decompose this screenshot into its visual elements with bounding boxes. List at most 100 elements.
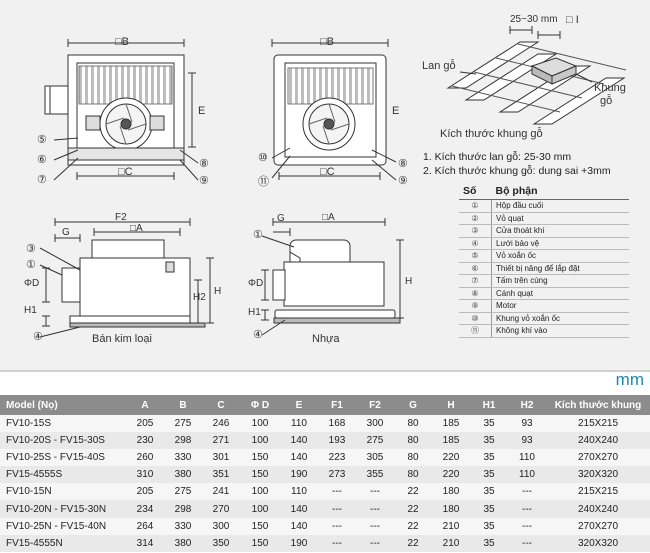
value-cell: 240X240	[546, 432, 650, 450]
value-cell: ---	[508, 534, 546, 552]
dim-h1-plastic: H1	[248, 307, 261, 318]
col-f1: F1	[318, 395, 356, 415]
value-cell: ---	[508, 483, 546, 501]
dim-g-plastic: G	[277, 213, 285, 224]
plastic-side-view	[261, 218, 404, 336]
value-cell: 330	[164, 517, 202, 535]
note-1: 1. Kích thước lan gỗ: 25-30 mm	[423, 151, 572, 163]
part-no: ⑤	[459, 249, 492, 263]
part-name: Tấm trên cùng	[491, 274, 629, 288]
model-cell: FV10-20S - FV15-30S	[0, 432, 126, 450]
part-no: ⑥	[459, 262, 492, 275]
drawings-svg	[39, 26, 627, 338]
callout-1-metal: ①	[26, 259, 36, 271]
callout-9-metal: ⑨	[199, 175, 209, 187]
part-name: Cánh quạt	[491, 287, 629, 300]
model-cell: FV15-4555N	[0, 534, 126, 552]
value-cell: ---	[356, 517, 394, 535]
value-cell: ---	[318, 517, 356, 535]
value-cell: 320X320	[546, 534, 650, 552]
ceiling-sketch	[446, 26, 627, 125]
value-cell: 320X320	[546, 466, 650, 484]
model-cell: FV10-25N - FV15-40N	[0, 517, 126, 535]
model-cell: FV15-4555S	[0, 466, 126, 484]
value-cell: 22	[394, 517, 432, 535]
value-cell: 110	[508, 466, 546, 484]
value-cell: 80	[394, 415, 432, 433]
value-cell: 314	[126, 534, 164, 552]
model-cell: FV10-20N - FV15-30N	[0, 500, 126, 518]
value-cell: 140	[280, 517, 318, 535]
value-cell: 100	[240, 483, 280, 501]
value-cell: 100	[240, 415, 280, 433]
value-cell: ---	[356, 500, 394, 518]
value-cell: 270	[202, 500, 240, 518]
value-cell: 275	[164, 415, 202, 433]
notes: 1. Kích thước lan gỗ: 25-30 mm 2. Kích t…	[423, 150, 611, 178]
value-cell: 80	[394, 466, 432, 484]
part-no: ⑩	[459, 312, 492, 325]
value-cell: 330	[164, 449, 202, 467]
value-cell: 185	[432, 415, 470, 433]
frame-label-line1: Khung	[594, 82, 626, 94]
dim-h2: H2	[193, 292, 206, 303]
value-cell: 270X270	[546, 449, 650, 467]
parts-header-no: Số	[459, 184, 492, 200]
value-cell: 215X215	[546, 415, 650, 433]
value-cell: 260	[126, 449, 164, 467]
value-cell: 210	[432, 517, 470, 535]
callout-8-metal: ⑧	[199, 158, 209, 170]
metal-top-view	[44, 39, 199, 181]
value-cell: 190	[280, 466, 318, 484]
part-name: Vỏ xoắn ốc	[491, 249, 629, 263]
dim-h1-metal: H1	[24, 305, 37, 316]
callout-6: ⑥	[37, 154, 47, 166]
dim-d-plastic: ΦD	[248, 278, 264, 289]
value-cell: 35	[470, 449, 508, 467]
value-cell: ---	[356, 483, 394, 501]
value-cell: 150	[240, 449, 280, 467]
value-cell: 100	[240, 500, 280, 518]
part-name: Vỏ quạt	[491, 212, 629, 225]
ceiling-gap-label: 25~30 mm	[510, 14, 558, 25]
value-cell: 350	[202, 534, 240, 552]
frame-label-line2: gỗ	[600, 95, 613, 107]
dim-e-plastic: E	[392, 105, 400, 117]
value-cell: 22	[394, 500, 432, 518]
part-no: ④	[459, 237, 492, 250]
dim-c-metal: □C	[118, 166, 133, 178]
ceiling-square-label: □ I	[566, 14, 579, 26]
dim-e-metal: E	[198, 105, 206, 117]
spec-header-row: Model (Nọ) A B C Φ D E F1 F2 G H H1 H2 K…	[0, 395, 650, 415]
value-cell: 35	[470, 483, 508, 501]
value-cell: 230	[126, 432, 164, 450]
value-cell: ---	[318, 483, 356, 501]
value-cell: 35	[470, 517, 508, 535]
value-cell: 110	[280, 483, 318, 501]
callout-9-plastic: ⑨	[398, 175, 408, 187]
joist-label: Lan gỗ	[422, 60, 456, 72]
value-cell: 140	[280, 449, 318, 467]
part-no: ⑨	[459, 299, 492, 313]
dim-a-metal: □A	[130, 223, 143, 234]
dim-g-metal: G	[62, 227, 70, 238]
value-cell: 234	[126, 500, 164, 518]
part-no: ③	[459, 224, 492, 238]
value-cell: ---	[318, 500, 356, 518]
dim-d-metal: ΦD	[24, 278, 40, 289]
value-cell: 150	[240, 466, 280, 484]
value-cell: 140	[280, 500, 318, 518]
